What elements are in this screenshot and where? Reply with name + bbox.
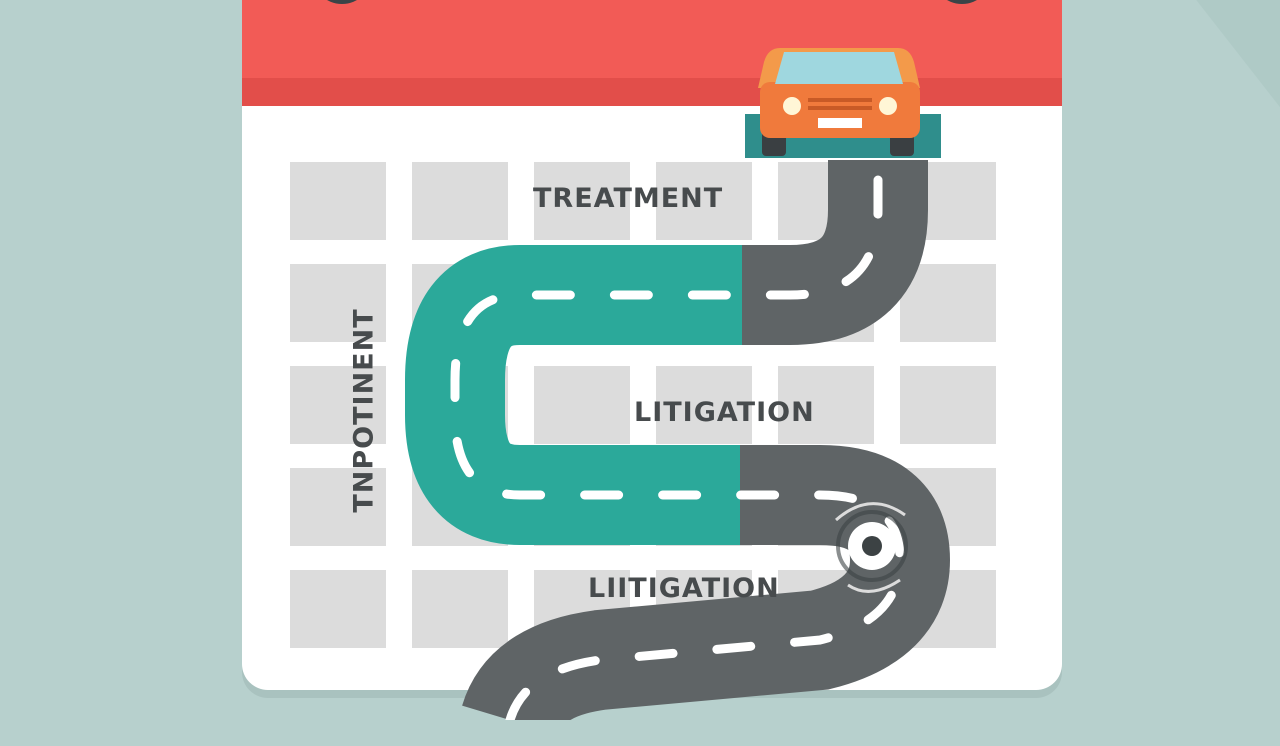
label-litigation-bottom: LIITIGATION xyxy=(588,573,780,604)
calendar-day-cell xyxy=(534,366,630,444)
calendar-day-cell xyxy=(412,162,508,240)
car-icon xyxy=(758,48,920,156)
calendar-day-cell xyxy=(290,570,386,648)
calendar-day-cell xyxy=(534,162,630,240)
label-vertical: TNPOTINENT xyxy=(348,308,380,513)
calendar-day-cell xyxy=(290,264,386,342)
calendar-day-cell xyxy=(290,366,386,444)
calendar-ring-icon xyxy=(932,0,992,4)
calendar-day-cell xyxy=(412,570,508,648)
calendar-day-cell xyxy=(900,264,996,342)
swirl-target-icon xyxy=(835,502,908,593)
road-segment-teal xyxy=(405,245,742,545)
calendar-day-cell xyxy=(778,366,874,444)
calendar-ring-icon xyxy=(312,0,372,4)
label-litigation-middle: LITIGATION xyxy=(634,397,815,428)
calendar-header-shade xyxy=(242,78,1062,106)
lane-markings xyxy=(450,175,905,720)
calendar-day-cell xyxy=(290,162,386,240)
calendar-day-cell xyxy=(900,366,996,444)
calendar-day-cell xyxy=(656,162,752,240)
road-scene xyxy=(405,48,951,720)
calendar-day-cell xyxy=(656,366,752,444)
calendar-day-cell xyxy=(290,468,386,546)
label-treatment: TREATMENT xyxy=(533,183,724,214)
